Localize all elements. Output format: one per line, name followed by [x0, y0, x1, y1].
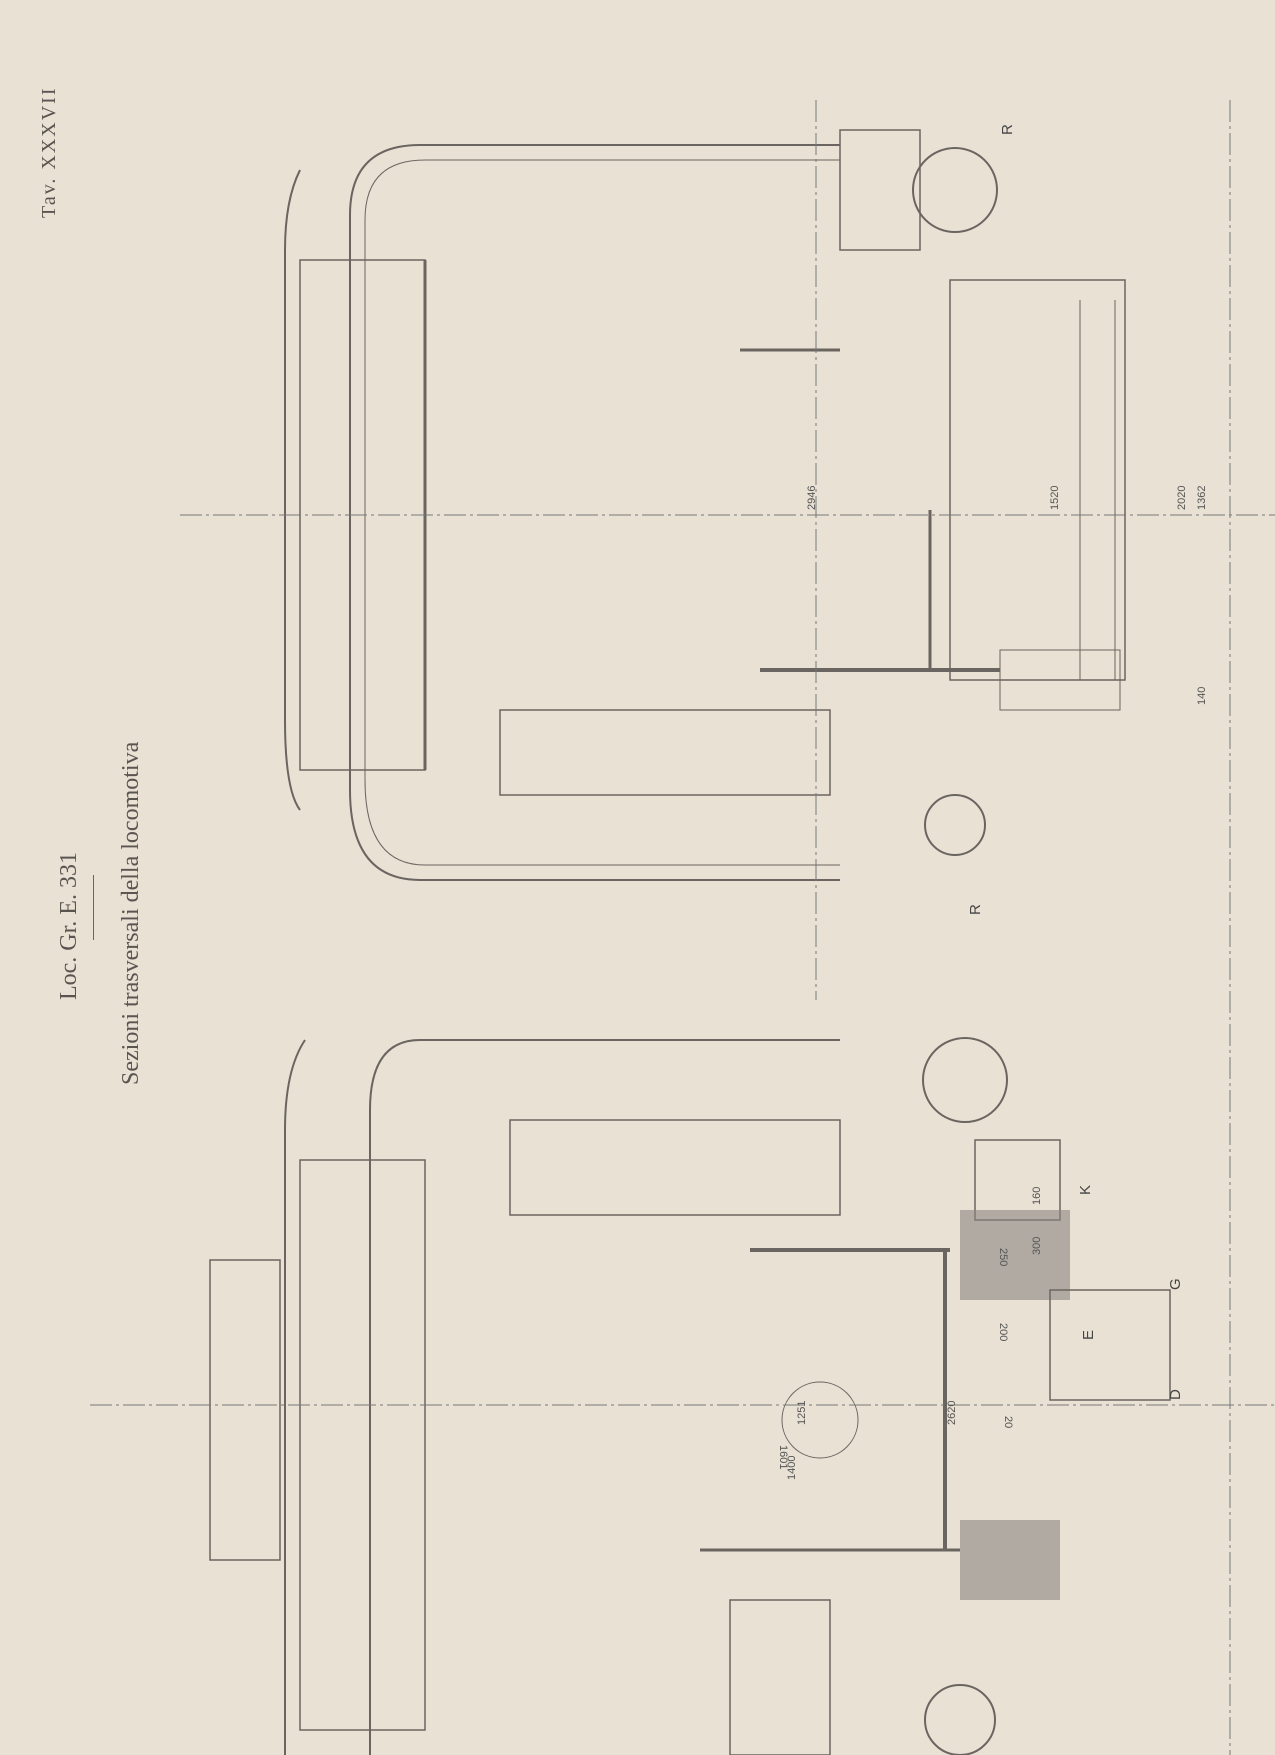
centerlines	[90, 100, 1275, 1755]
dimension-labels-top: 2946 1520 2020 1362 140 R R	[806, 124, 1208, 915]
label-r-bottom: R	[967, 904, 984, 915]
label-g: G	[1167, 1278, 1184, 1290]
dim-2020: 2020	[1176, 486, 1188, 510]
label-d: D	[1167, 1389, 1184, 1400]
dim-20: 20	[1002, 1416, 1014, 1428]
upper-cross-section	[284, 129, 1126, 881]
label-e: E	[1080, 1330, 1097, 1340]
dim-140: 140	[1196, 687, 1208, 705]
dim-2946: 2946	[806, 486, 818, 510]
dim-1520: 1520	[1049, 486, 1061, 510]
lower-cross-section	[209, 1037, 1171, 1755]
label-k: K	[1077, 1185, 1094, 1195]
dim-1400: 1400	[786, 1456, 798, 1480]
dim-1362: 1362	[1196, 486, 1208, 510]
label-r-top: R	[999, 124, 1016, 135]
dim-300: 300	[1031, 1237, 1043, 1255]
dim-200: 200	[997, 1323, 1009, 1341]
dimension-labels-bottom: 160 300 250 200 20 2620 1251 1400 1601 K…	[777, 1185, 1184, 1480]
title-underline	[93, 875, 94, 940]
dim-250: 250	[997, 1248, 1009, 1266]
dim-1601: 1601	[777, 1445, 789, 1469]
dim-1251: 1251	[796, 1401, 808, 1425]
dim-2620: 2620	[946, 1401, 958, 1425]
dim-160: 160	[1031, 1187, 1043, 1205]
